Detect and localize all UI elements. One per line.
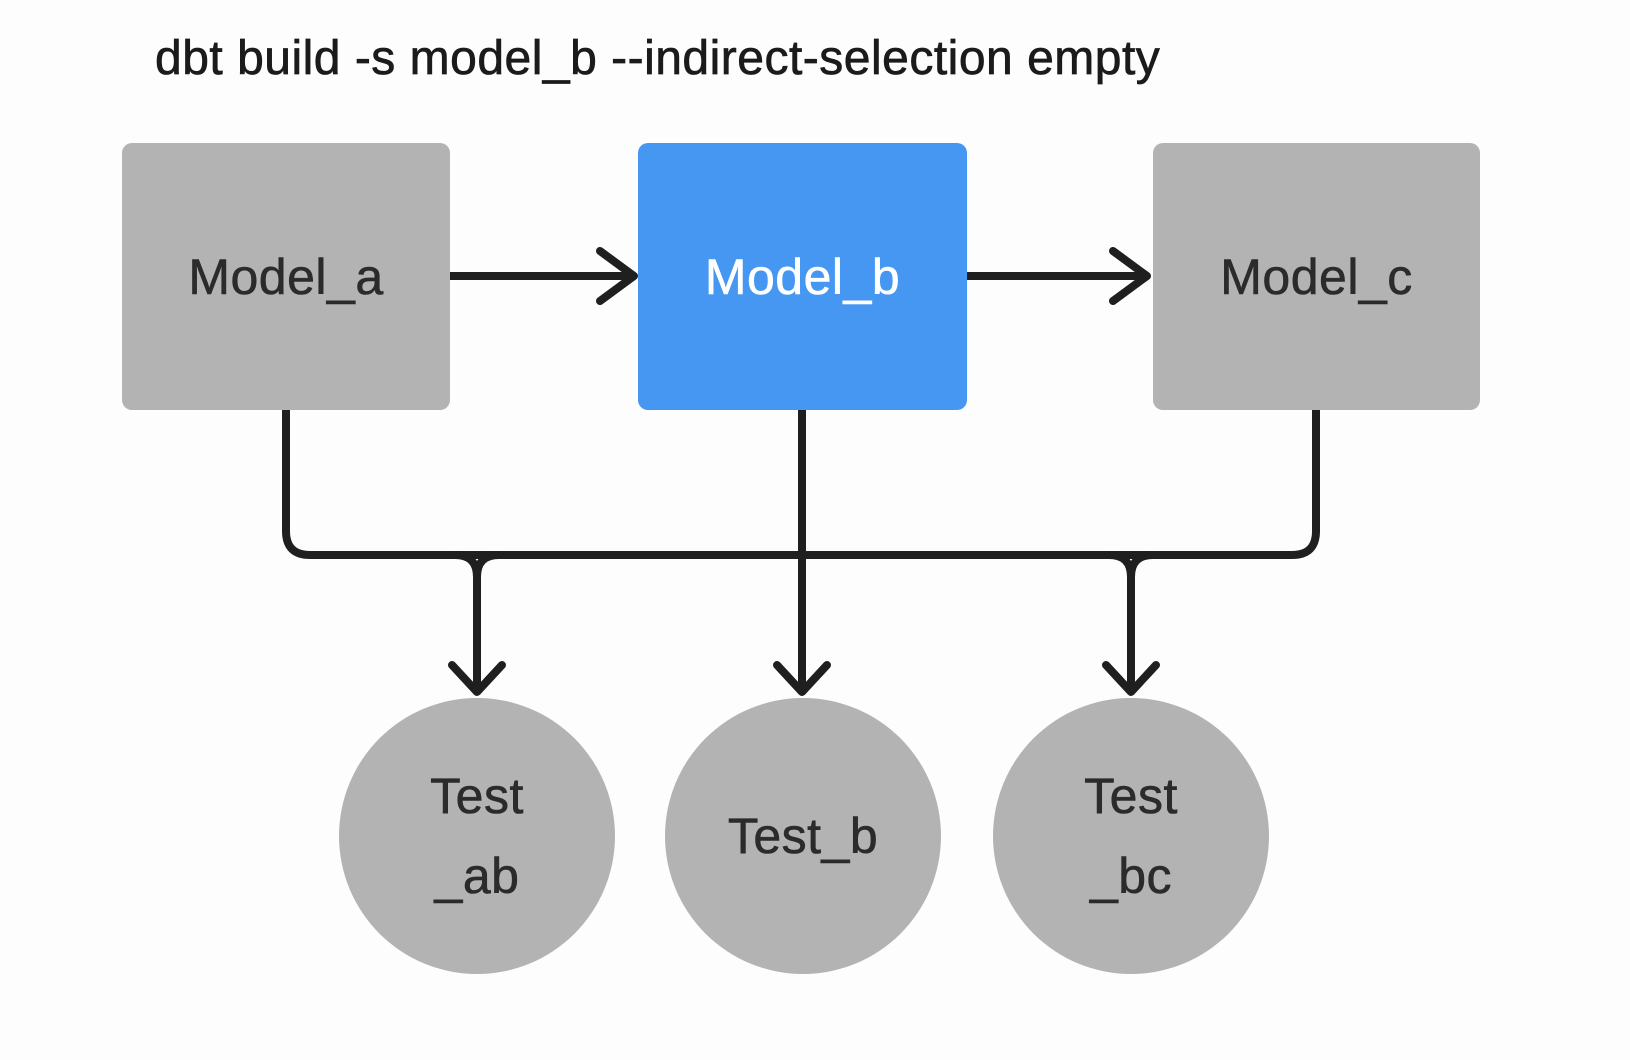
node-model-c: Model_c [1153, 143, 1480, 410]
diagram-title: dbt build -s model_b --indirect-selectio… [155, 32, 1161, 86]
arrowhead-test-bc-icon [1102, 661, 1160, 696]
node-test-bc-label-line1: Test [1084, 768, 1178, 825]
node-test-ab-label-line1: Test [430, 768, 524, 825]
node-model-a-label: Model_a [188, 248, 384, 305]
node-test-b-label-line1: Test_b [727, 808, 879, 865]
node-test-bc-label-line2: _bc [1089, 848, 1173, 905]
node-model-a: Model_a [122, 143, 450, 410]
edge-bus-right [798, 406, 1320, 559]
node-test-b: Test_b [665, 698, 941, 974]
arrowhead-test-b-icon [773, 661, 831, 696]
node-model-c-label: Model_c [1220, 248, 1413, 305]
node-test-ab: Test _ab [339, 698, 615, 974]
node-model-b-label: Model_b [704, 248, 901, 305]
edge-bus-left [282, 406, 806, 559]
arrowhead-model-b-icon [596, 247, 638, 305]
arrowhead-test-ab-icon [448, 661, 506, 696]
node-model-b-selected: Model_b [638, 143, 967, 410]
node-test-ab-label-line2: _ab [434, 848, 520, 905]
arrowhead-model-c-icon [1109, 247, 1151, 305]
node-test-bc: Test _bc [993, 698, 1269, 974]
